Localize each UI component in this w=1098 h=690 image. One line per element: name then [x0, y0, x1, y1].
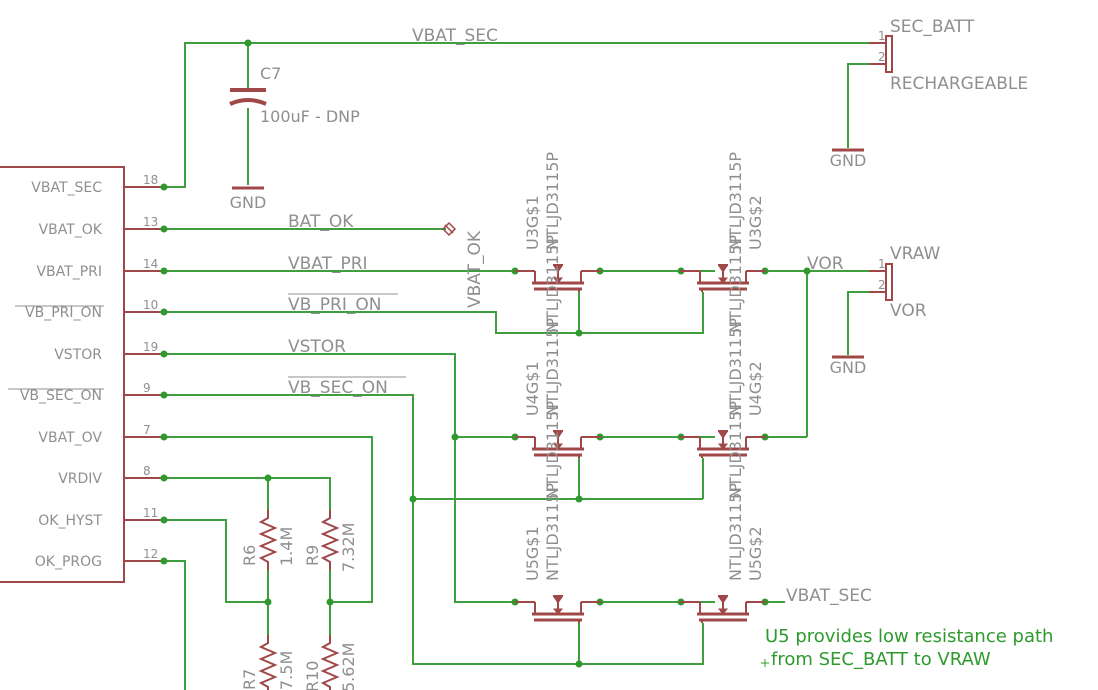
resistor-r10	[320, 635, 340, 690]
connector-pin-number: 2	[878, 50, 886, 64]
pin-name-vstor: VSTOR	[54, 347, 102, 363]
capacitor-ref: C7	[260, 64, 281, 83]
mosfet-u5g1	[515, 595, 601, 623]
mosfet-u4g2	[680, 430, 766, 458]
mosfet-ref-u5g1: U5G$1	[523, 526, 542, 581]
resistor-ref-r10: R10	[303, 661, 322, 690]
note-line-1: U5 provides low resistance path	[765, 626, 1053, 647]
connector-pin-number: 1	[878, 257, 886, 271]
resistor-ref-r6: R6	[240, 545, 259, 566]
pin-name-vbat-ov: VBAT_OV	[38, 430, 102, 446]
connector-label-rechargeable: RECHARGEABLE	[890, 74, 1028, 94]
net-label-vb-sec-on: VB_SEC_ON	[288, 378, 388, 398]
mosfet-part-u3-lower: NTLJD3115P	[543, 235, 562, 333]
mosfet-u5g2	[680, 595, 766, 623]
pin-number: 14	[143, 257, 158, 271]
pin-number: 13	[143, 215, 158, 229]
net-label-vbat-sec-out: VBAT_SEC	[786, 586, 872, 606]
mosfet-ref-u4g2: U4G$2	[746, 361, 765, 416]
mosfet-part-u5g1: NTLJD3115P	[543, 483, 562, 581]
pin-number: 8	[143, 464, 151, 478]
capacitor-value: 100uF - DNP	[260, 107, 360, 126]
connector-pin-number: 2	[878, 278, 886, 292]
pin-number: 7	[143, 423, 151, 437]
mosfet-part-u4g1: NTLJD3115P	[543, 318, 562, 416]
capacitor-c7	[229, 88, 267, 190]
mosfet-part-u4g2: NTLJD3115P	[726, 318, 745, 416]
gnd-label: GND	[830, 358, 867, 377]
mosfet-u4g1	[515, 430, 601, 458]
mosfet-u3g2	[680, 264, 766, 292]
mosfet-ref-u3g2: U3G$2	[746, 195, 765, 250]
pin-number: 11	[143, 506, 158, 520]
pin-number: 18	[143, 173, 158, 187]
mosfet-u3g1	[515, 264, 601, 292]
net-label-bat-ok: BAT_OK	[288, 212, 354, 232]
resistor-value-r10: 5.62M	[339, 643, 358, 690]
ic-body	[0, 166, 164, 583]
net-label-vbat-sec: VBAT_SEC	[412, 26, 498, 46]
pin-number: 12	[143, 547, 158, 561]
mosfet-ref-u3g1: U3G$1	[523, 195, 542, 250]
resistor-value-r6: 1.4M	[277, 527, 296, 566]
pin-number: 9	[143, 381, 151, 395]
connector-label-vraw: VRAW	[890, 244, 940, 264]
connector-label-vor: VOR	[890, 301, 927, 321]
pin-number: 19	[143, 340, 158, 354]
resistor-ref-r7: R7	[240, 669, 259, 690]
gnd-label: GND	[830, 151, 867, 170]
net-label-vor: VOR	[807, 254, 844, 274]
mosfet-part-u3-lower: NTLJD3115P	[726, 235, 745, 333]
net-label-vbat-ok: VBAT_OK	[465, 230, 485, 308]
resistor-r9	[320, 510, 340, 570]
test-point-icon	[441, 221, 457, 237]
mosfet-part-u4-lower: NTLJD3115P	[543, 401, 562, 499]
net-label-vstor: VSTOR	[288, 337, 346, 357]
pin-name-vrdiv: VRDIV	[58, 471, 102, 487]
resistor-r7	[258, 635, 278, 690]
resistor-value-r9: 7.32M	[339, 523, 358, 572]
resistor-r6	[258, 510, 278, 570]
pin-name-vbat-sec: VBAT_SEC	[31, 180, 102, 196]
pin-name-ok-prog: OK_PROG	[35, 554, 102, 570]
mosfet-part-u5g2: NTLJD3115P	[726, 483, 745, 581]
mosfet-ref-u4g1: U4G$1	[523, 361, 542, 416]
pin-number: 10	[143, 298, 158, 312]
mosfet-part-u3g2: NTLJD3115P	[726, 152, 745, 250]
pin-name-vbat-pri: VBAT_PRI	[36, 264, 102, 280]
net-label-vbat-pri: VBAT_PRI	[288, 254, 368, 274]
note-line-2: from SEC_BATT to VRAW	[771, 649, 991, 670]
mosfet-part-u4-lower: NTLJD3115P	[726, 401, 745, 499]
connector-pin-number: 1	[878, 29, 886, 43]
gnd-label: GND	[230, 193, 267, 212]
pin-name-vb-sec-on: VB_SEC_ON	[20, 388, 102, 404]
wires	[164, 42, 869, 690]
pin-name-vbat-ok: VBAT_OK	[39, 222, 103, 238]
mosfet-ref-u5g2: U5G$2	[746, 526, 765, 581]
mosfet-part-u3g1: NTLJD3115P	[543, 152, 562, 250]
pin-name-ok-hyst: OK_HYST	[38, 513, 102, 529]
connector-vraw	[832, 263, 893, 359]
net-label-vb-pri-on: VB_PRI_ON	[288, 295, 381, 315]
resistor-value-r7: 7.5M	[277, 651, 296, 690]
pin-name-vb-pri-on: VB_PRI_ON	[25, 305, 102, 321]
resistor-ref-r9: R9	[303, 545, 322, 566]
connector-label-sec-batt: SEC_BATT	[890, 17, 975, 37]
connector-sec-batt	[832, 35, 893, 152]
